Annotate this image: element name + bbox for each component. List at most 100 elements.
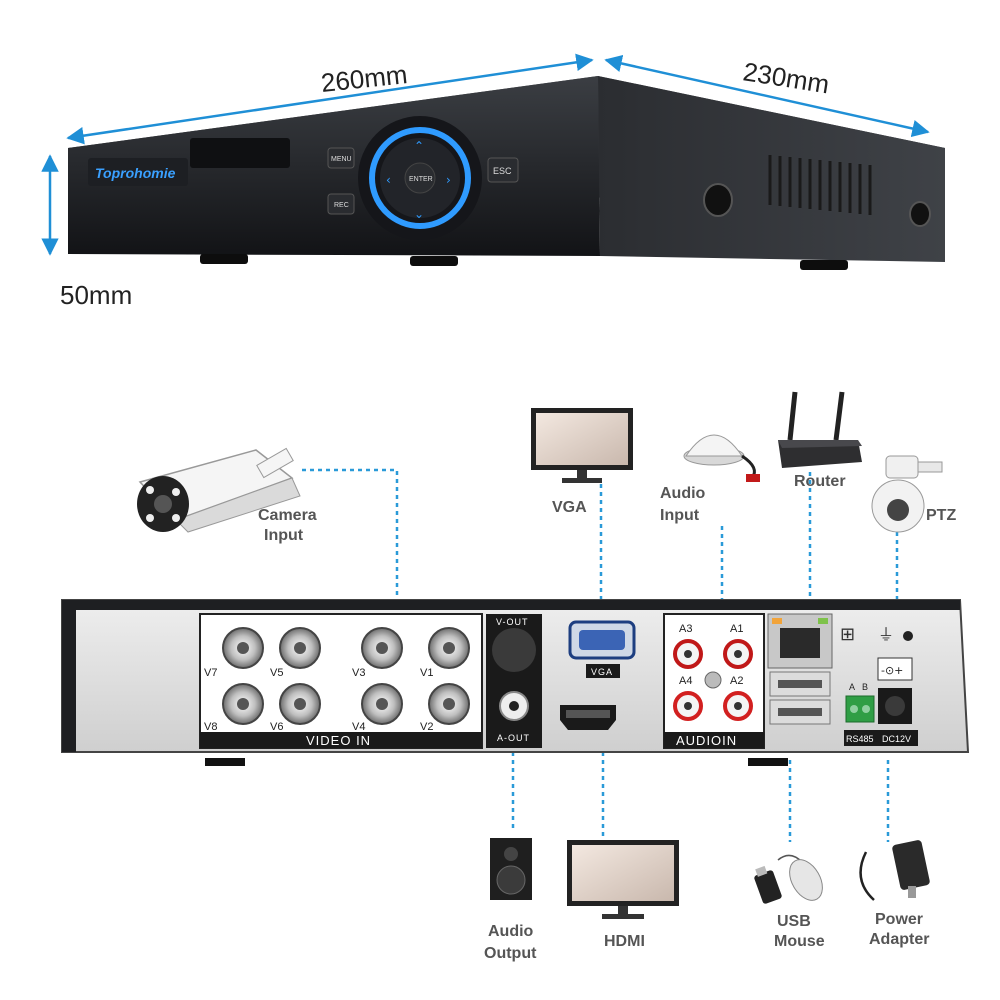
- side-screw: [909, 201, 931, 227]
- dc12v-label: DC12V: [882, 734, 911, 744]
- connection-lines: [302, 468, 899, 842]
- video-in-title: VIDEO IN: [306, 733, 371, 748]
- audio-in-bar: [664, 732, 764, 748]
- ptz-label: PTZ: [926, 507, 956, 524]
- rec-key: [327, 193, 355, 215]
- usb-mouse-label-1: USB: [777, 913, 811, 930]
- ir-led: [146, 514, 154, 522]
- ir-led: [172, 514, 180, 522]
- mouse-body: [789, 859, 823, 901]
- audio-input-label-1: Audio: [660, 485, 706, 502]
- dvr-front-unit: Toprohomie MENU REC ENTER ⌃ ⌄ ‹ › ESC: [68, 76, 945, 270]
- vga-monitor-base: [562, 478, 602, 483]
- rca-pin: [684, 702, 692, 710]
- polarity-icon: -⊙+: [881, 664, 903, 677]
- mic-dome: [685, 434, 743, 457]
- router-device: [778, 391, 862, 468]
- ir-led: [172, 488, 180, 496]
- adapter-prong: [908, 886, 916, 898]
- rca-pin: [684, 650, 692, 658]
- port-label-v5: V5: [270, 667, 283, 679]
- camera-device: [137, 447, 301, 533]
- foot: [800, 260, 848, 270]
- terminal-screw: [862, 705, 870, 713]
- audio-port-label-a3: A3: [679, 623, 692, 635]
- v-out-label: V-OUT: [496, 617, 529, 627]
- ground-screw: [704, 671, 722, 689]
- usb-mouse-device: [754, 854, 823, 904]
- router-antenna: [787, 391, 798, 441]
- usb-mouse-label-2: Mouse: [774, 933, 825, 950]
- audio-output-label-2: Output: [484, 945, 537, 962]
- indicator-window: [190, 138, 290, 168]
- ptz-lens: [887, 499, 909, 521]
- lan-led: [818, 618, 828, 624]
- hdmi-device-label: HDMI: [604, 933, 645, 950]
- brand-logo: Toprohomie: [95, 165, 176, 181]
- bnc-pin: [443, 642, 455, 654]
- menu-key: [327, 147, 355, 169]
- rear-foot: [748, 758, 788, 766]
- speaker-woofer: [496, 865, 526, 895]
- rca-pin: [734, 702, 742, 710]
- bnc-pin: [376, 642, 388, 654]
- v-out-port: [492, 628, 536, 672]
- camera-lens: [154, 495, 172, 513]
- height-label: 50mm: [60, 280, 132, 310]
- camera-mount: [256, 447, 294, 479]
- rear-panel-left-edge: [62, 600, 76, 752]
- speaker-device: [490, 838, 532, 900]
- up-arrow-icon: ⌃: [414, 139, 424, 153]
- audio-in-title: AUDIOIN: [676, 733, 737, 748]
- hdmi-monitor: [567, 840, 679, 919]
- ptz-housing: [885, 455, 919, 479]
- rear-foot: [205, 758, 245, 766]
- enter-key: [404, 162, 436, 194]
- camera-input-label-2: Input: [264, 527, 304, 544]
- rs485-label: RS485: [846, 734, 874, 744]
- bnc-pin: [237, 698, 249, 710]
- side-vents: [768, 155, 872, 215]
- dc-polarity-box: [877, 657, 913, 681]
- foot: [200, 254, 248, 264]
- adapter-brick: [892, 840, 930, 890]
- right-arrow-icon: ›: [446, 173, 451, 187]
- microphone-device: [683, 434, 760, 482]
- bnc-pin: [294, 642, 306, 654]
- audio-port-label-a2: A2: [730, 675, 743, 687]
- power-led: [903, 631, 913, 641]
- a-out-label: A-OUT: [497, 733, 530, 743]
- bnc-pin: [294, 698, 306, 710]
- esc-key: [487, 157, 519, 183]
- depth-arrow: [604, 54, 930, 138]
- bnc-ports: [222, 627, 470, 725]
- router-label: Router: [794, 473, 846, 490]
- usb-drive: [754, 870, 782, 904]
- network-icon: ⊞: [840, 624, 855, 645]
- speaker-tweeter: [504, 847, 518, 861]
- adapter-cable: [859, 851, 875, 901]
- terminal-screw: [850, 705, 858, 713]
- rca-pin: [509, 701, 519, 711]
- audio-port-label-a1: A1: [730, 623, 743, 635]
- port-label-v1: V1: [420, 667, 433, 679]
- dvr-rear-unit: VIDEO IN V7 V5 V3 V1 V8 V6 V4 V2: [61, 599, 970, 766]
- port-label-v8: V8: [204, 721, 217, 733]
- width-arrow: [66, 53, 594, 145]
- usb-port-tongue: [778, 708, 822, 716]
- menu-key-label: MENU: [331, 156, 352, 163]
- bnc-pin: [237, 642, 249, 654]
- vga-monitor-screen: [536, 413, 628, 465]
- vga-monitor-neck: [577, 470, 587, 478]
- vga-device-label: VGA: [552, 499, 587, 516]
- vga-port-label: VGA: [591, 667, 613, 677]
- vga-label-bg: [586, 664, 620, 678]
- ptz-camera-device: [871, 455, 943, 533]
- bnc-pin: [443, 698, 455, 710]
- audio-output-label-1: Audio: [488, 923, 534, 940]
- port-label-v3: V3: [352, 667, 365, 679]
- line-camera: [302, 468, 399, 600]
- port-label-v4: V4: [352, 721, 365, 733]
- rs485-b-label: B: [862, 682, 868, 692]
